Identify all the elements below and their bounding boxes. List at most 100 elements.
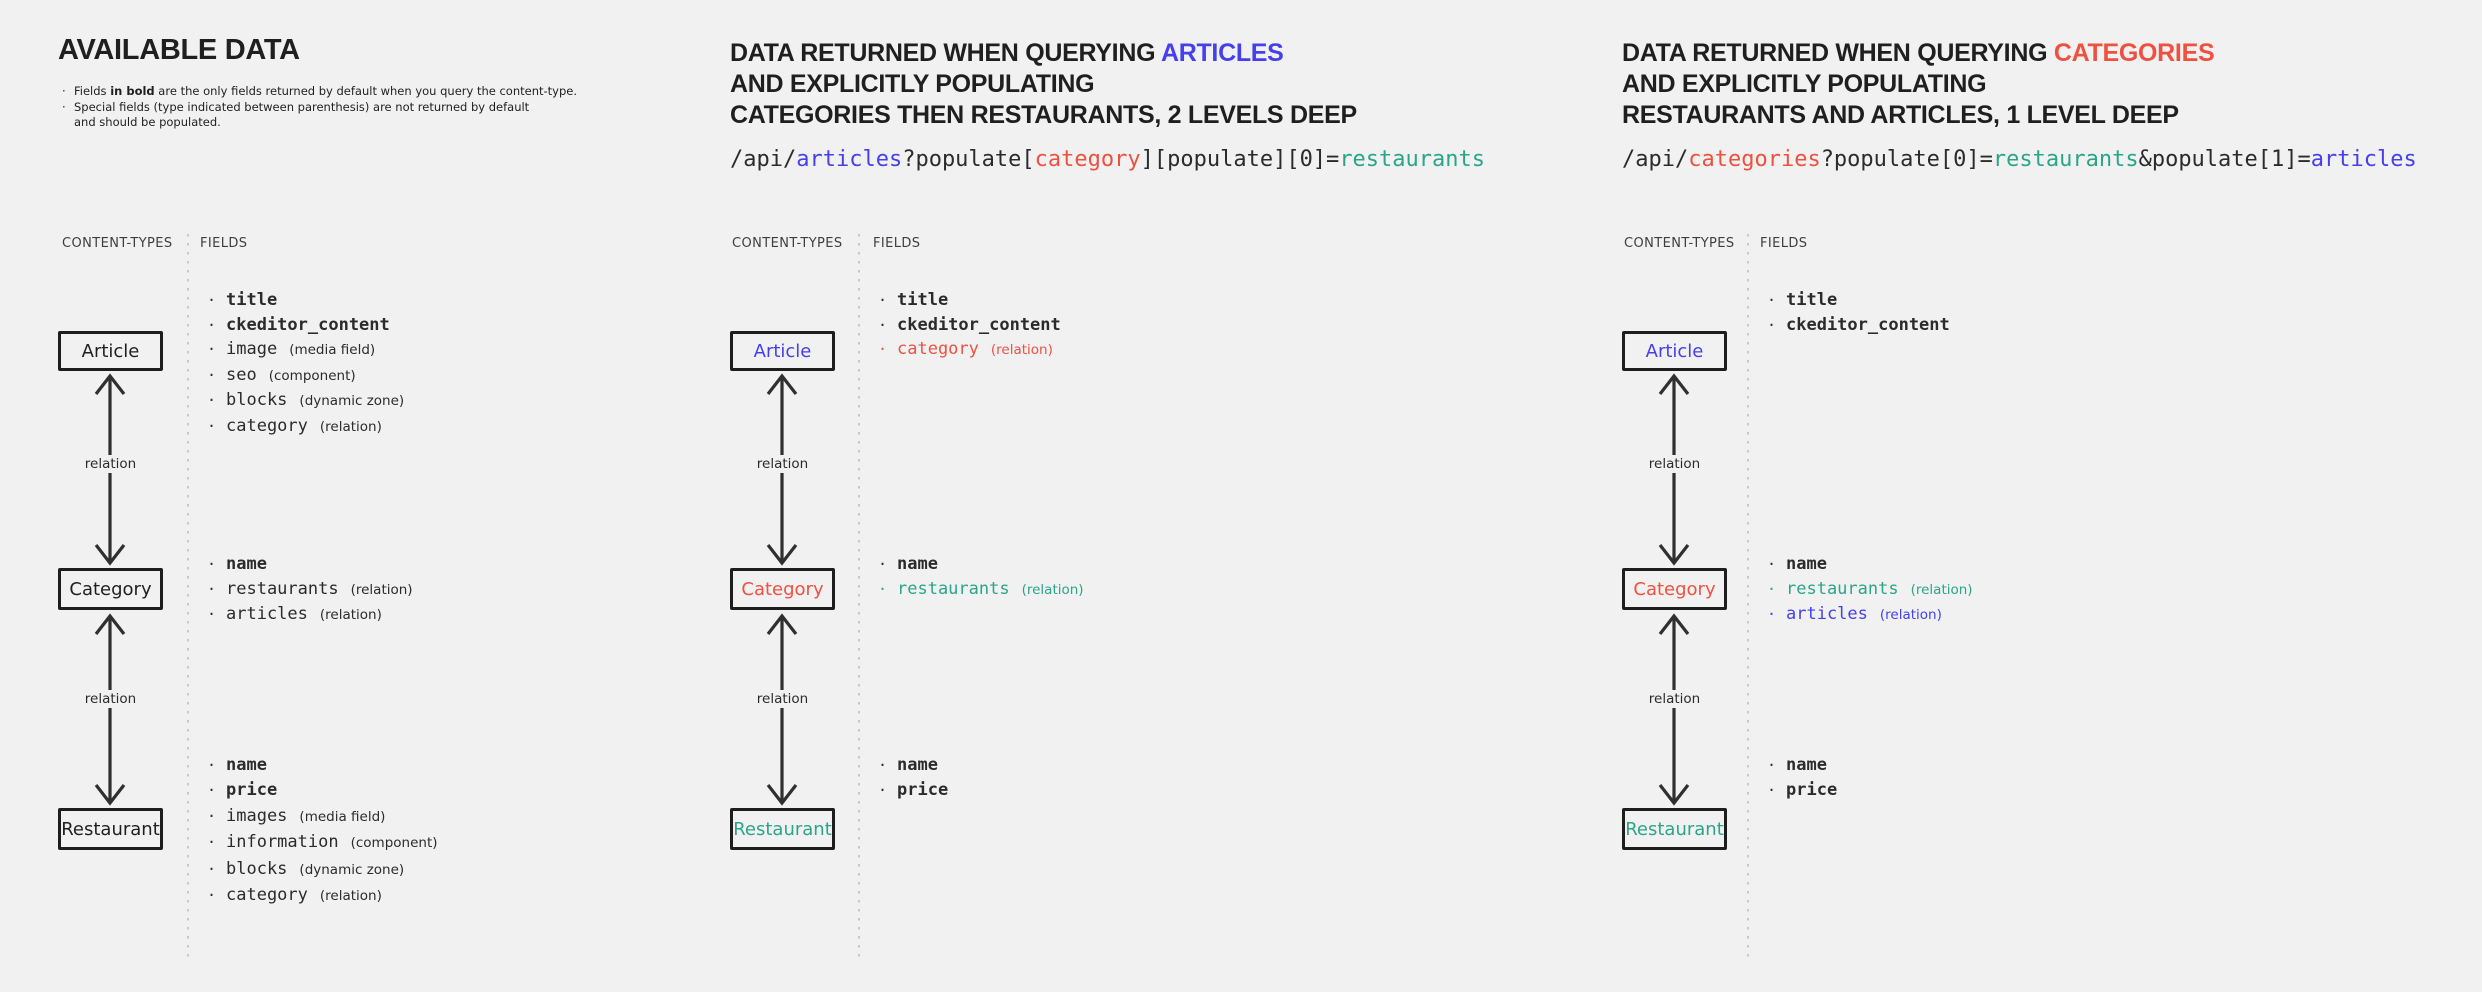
field-name: ckeditor_content xyxy=(897,314,1061,335)
relation-label: relation xyxy=(1622,690,1727,708)
text-segment: ARTICLES xyxy=(1160,39,1284,67)
field-item: · image (media field) xyxy=(207,337,404,363)
field-name: category xyxy=(897,339,979,359)
api-url: /api/categories?populate[0]=restaurants&… xyxy=(1622,147,2417,172)
content-type-box-article: Article xyxy=(1622,331,1727,371)
content-type-box-restaurant: Restaurant xyxy=(730,808,835,850)
field-name: name xyxy=(1786,755,1827,775)
restaurant-fields-list: ·name·price·images(media field)·informat… xyxy=(207,753,438,909)
field-name: image xyxy=(226,339,278,359)
bullet-dot: · xyxy=(207,605,217,623)
bullet-dot: · xyxy=(1767,555,1777,573)
categories-query-diagram: CONTENT-TYPES FIELDS Article Category Re… xyxy=(1622,0,2262,992)
bullet-dot: · xyxy=(207,833,217,852)
field-name: name xyxy=(897,755,938,775)
text-segment: CATEGORIES xyxy=(2053,39,2215,67)
field-annotation: (media field) xyxy=(299,808,386,825)
bullet-dot: · xyxy=(207,416,217,435)
bullet-dot: · xyxy=(878,756,888,774)
bullet-dot: · xyxy=(207,886,217,905)
field-item: ·name xyxy=(1767,753,1837,778)
relation-label-text: relation xyxy=(80,455,141,473)
field-item: ·price xyxy=(878,778,948,803)
relation-label-text: relation xyxy=(752,690,813,708)
bullet-dot: · xyxy=(1767,780,1777,799)
field-name: title xyxy=(226,290,278,310)
relation-arrow xyxy=(1656,611,1692,808)
text-segment: /api/ xyxy=(1622,147,1689,172)
field-annotation: (component) xyxy=(268,367,356,384)
category-fields-list: ·name·restaurants(relation)·articles(rel… xyxy=(1767,552,1973,628)
field-annotation: (relation) xyxy=(319,607,382,623)
field-name: restaurants xyxy=(226,578,339,599)
panel-notes: ·Fields in bold are the only fields retu… xyxy=(62,84,662,131)
column-divider xyxy=(1747,234,1749,962)
field-item: · name xyxy=(878,753,948,778)
field-item: ·restaurants(relation) xyxy=(878,577,1084,603)
text-segment: ?populate[ xyxy=(902,147,1035,172)
bullet-dot: · xyxy=(207,756,217,774)
field-name: title xyxy=(1786,290,1838,310)
field-name: images xyxy=(226,805,288,826)
available-data-header: AVAILABLE DATA ·Fields in bold are the o… xyxy=(58,0,918,200)
field-annotation: (dynamic zone) xyxy=(299,861,405,878)
content-type-box-category: Category xyxy=(58,568,163,610)
field-item: ·restaurants(relation) xyxy=(207,577,413,603)
fields-header: FIELDS xyxy=(200,236,248,251)
field-item: · ckeditor_content xyxy=(878,313,1061,338)
bullet-dot: · xyxy=(207,806,217,825)
relation-label: relation xyxy=(58,455,163,473)
category-fields-list: ·name·restaurants(relation)·articles(rel… xyxy=(207,552,413,628)
field-name: name xyxy=(226,554,267,574)
bullet-dot: · xyxy=(62,84,66,98)
field-name: category xyxy=(226,885,308,906)
bullet-dot: · xyxy=(207,315,217,334)
bullet-dot: · xyxy=(207,391,217,409)
bullet-dot: · xyxy=(1767,315,1777,334)
bullet-dot: · xyxy=(878,315,888,334)
relation-arrow xyxy=(92,611,128,808)
bullet-dot: · xyxy=(1767,579,1777,598)
field-name: name xyxy=(1786,554,1827,574)
text-segment: restaurants xyxy=(1992,147,2139,172)
text-segment: DATA RETURNED WHEN QUERYING xyxy=(1622,39,2054,67)
bullet-dot: · xyxy=(1767,605,1777,623)
relation-arrow xyxy=(764,611,800,808)
field-annotation: (relation) xyxy=(1910,581,1973,598)
content-type-box-category: Category xyxy=(1622,568,1727,610)
bullet-dot: · xyxy=(207,340,217,358)
field-annotation: (media field) xyxy=(289,342,376,358)
field-annotation: (relation) xyxy=(319,418,382,435)
field-item: ·restaurants(relation) xyxy=(1767,577,1973,603)
field-item: ·title xyxy=(207,288,404,313)
bullet-dot: · xyxy=(878,579,888,598)
field-item: ·price xyxy=(207,778,438,803)
articles-query-diagram: CONTENT-TYPES FIELDS Article Category Re… xyxy=(730,0,1370,992)
field-annotation: (relation) xyxy=(350,581,413,598)
text-segment: Fields xyxy=(74,84,111,98)
fields-header: FIELDS xyxy=(873,236,921,251)
field-annotation: (relation) xyxy=(1879,607,1942,623)
text-segment: Special fields (type indicated between p… xyxy=(74,99,530,114)
content-types-header: CONTENT-TYPES xyxy=(62,236,173,251)
relation-label: relation xyxy=(730,690,835,708)
bullet-dot: · xyxy=(878,291,888,309)
bullet-dot: · xyxy=(62,99,66,114)
field-name: price xyxy=(226,780,278,801)
field-item: ·name xyxy=(207,753,438,778)
field-item: ·blocks(dynamic zone) xyxy=(207,857,438,883)
note-line: · Special fields (type indicated between … xyxy=(62,100,662,116)
field-name: title xyxy=(897,290,949,310)
field-name: price xyxy=(897,779,949,800)
field-item: ·category(relation) xyxy=(207,883,438,909)
field-item: ·blocks(dynamic zone) xyxy=(207,388,404,414)
note-line: ·Fields in bold are the only fields retu… xyxy=(62,84,662,100)
article-fields-list: ·title·ckeditor_content·category(relatio… xyxy=(878,288,1061,363)
title-line: AND EXPLICITLY POPULATING xyxy=(1622,69,2214,100)
relation-label-text: relation xyxy=(80,690,141,708)
content-type-box-restaurant: Restaurant xyxy=(58,808,163,850)
content-type-box-category: Category xyxy=(730,568,835,610)
